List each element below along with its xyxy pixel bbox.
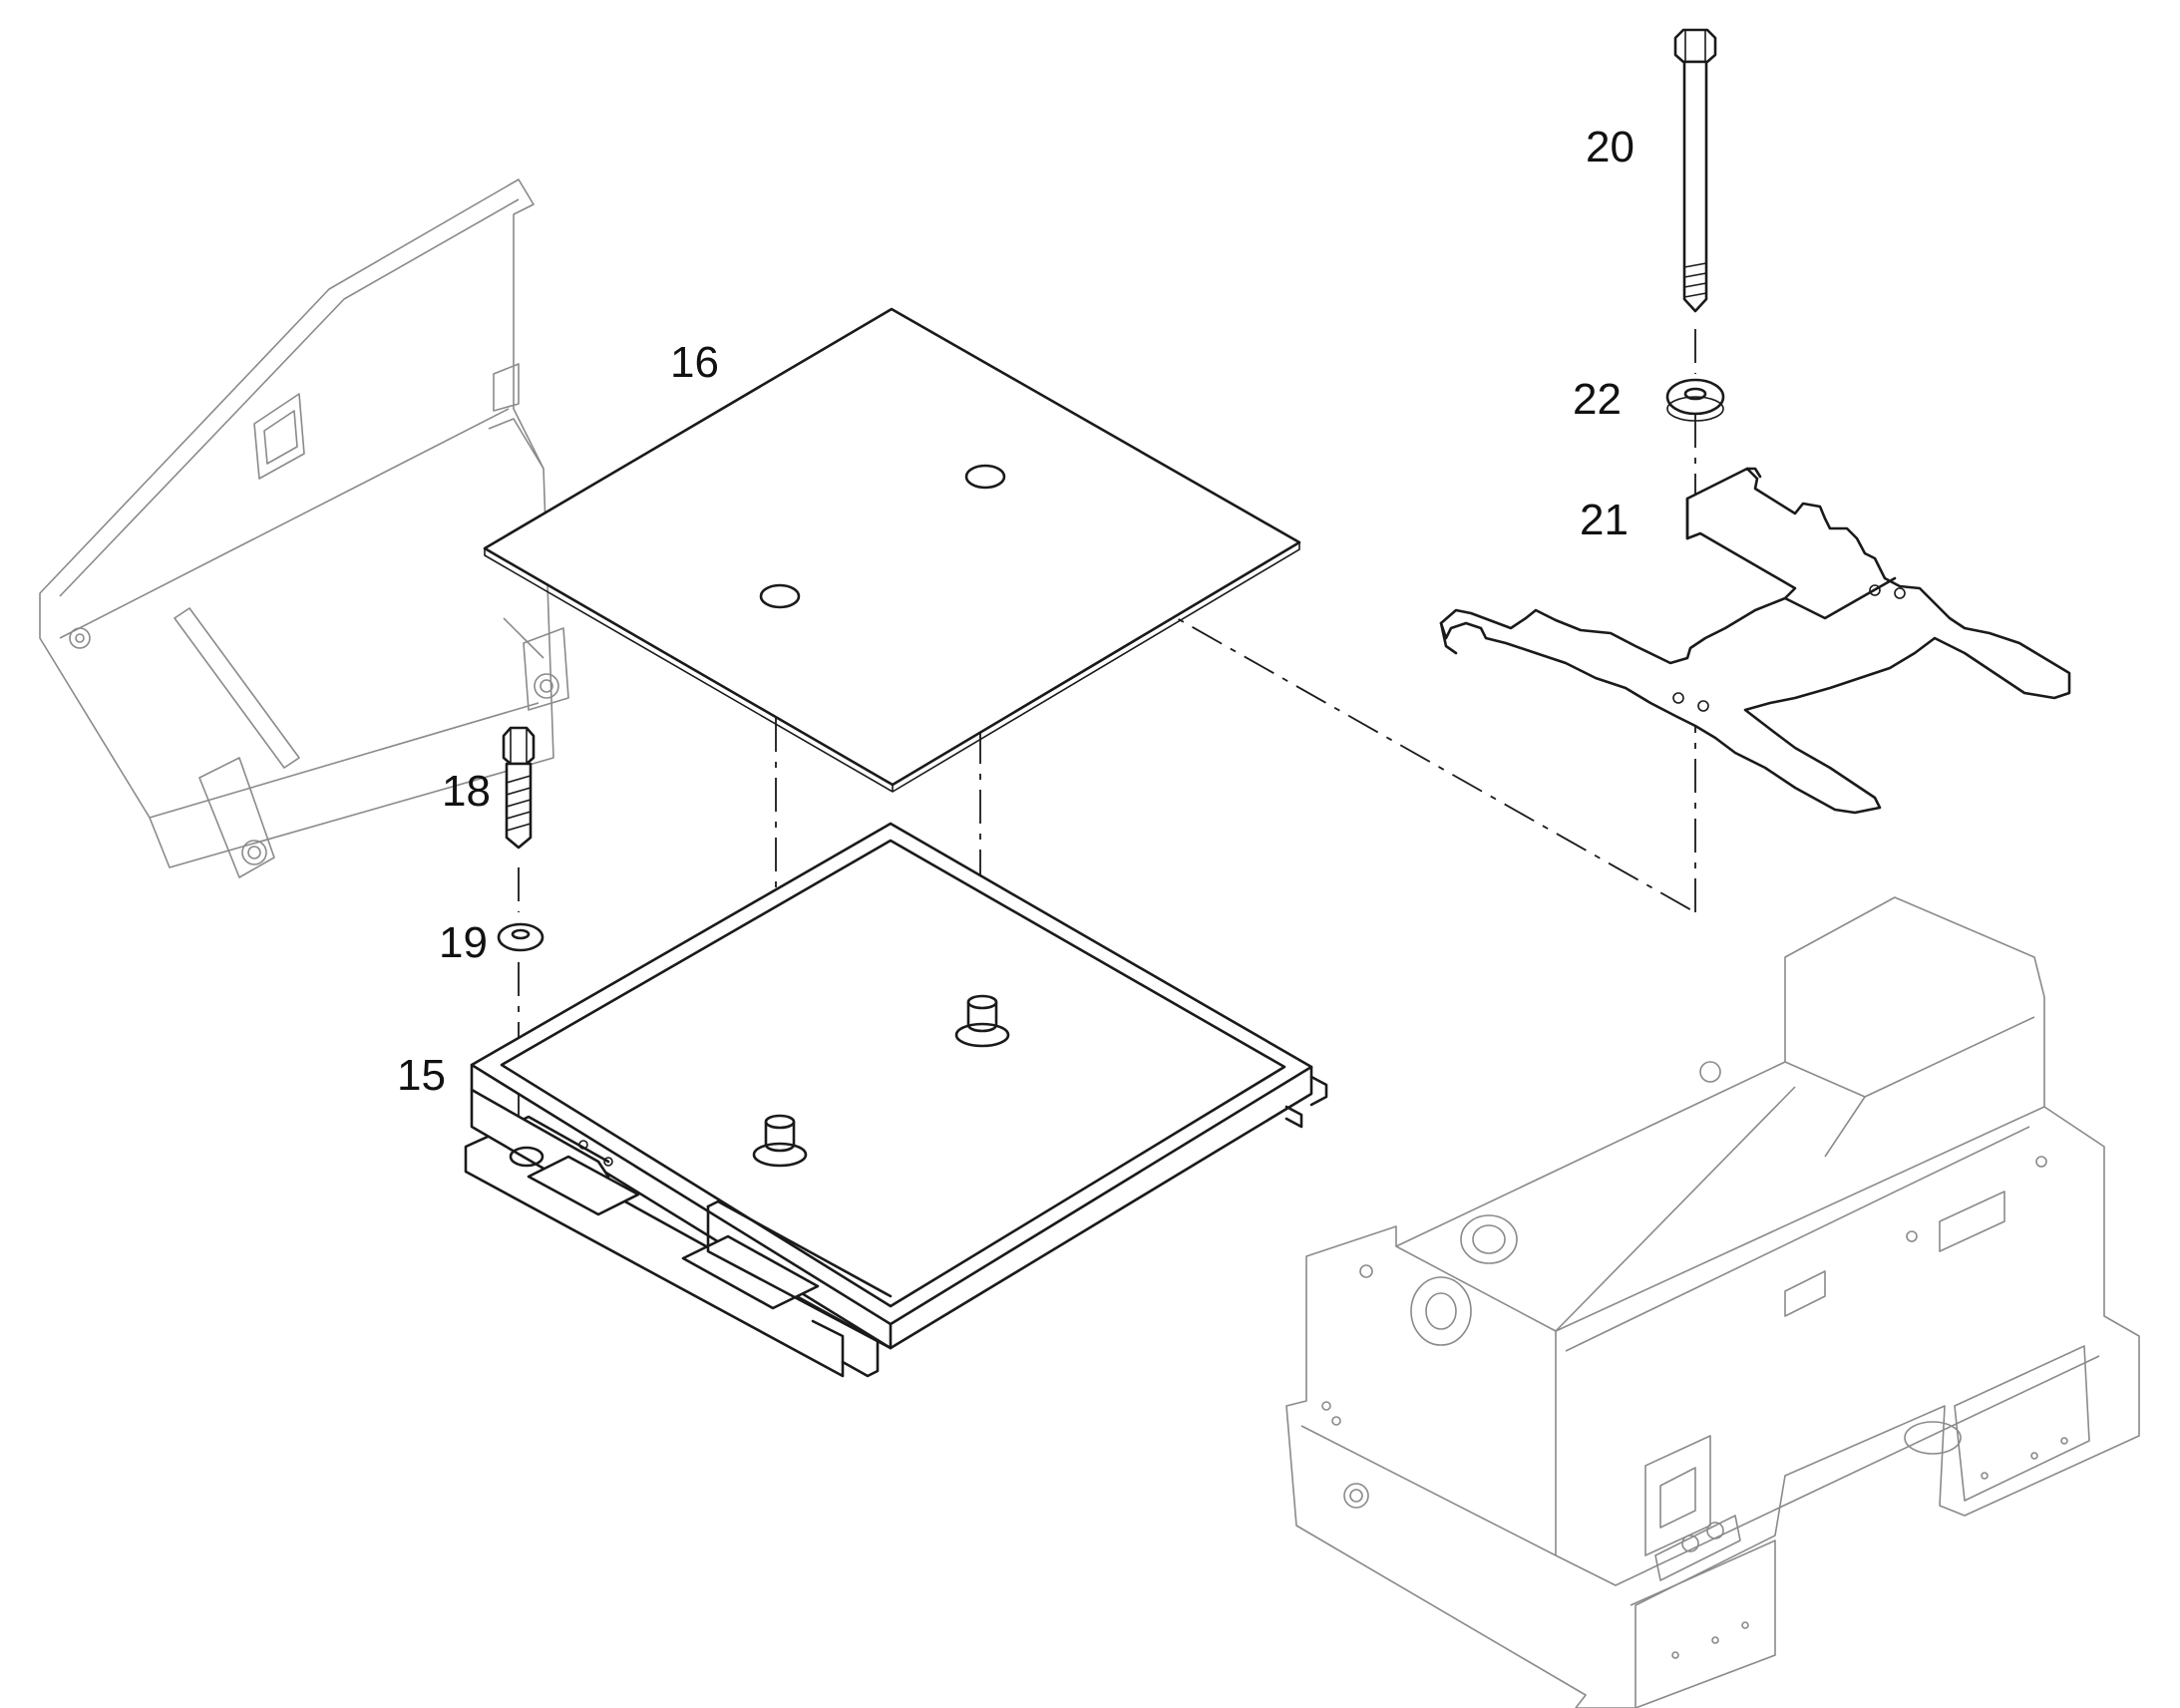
tray-post (752, 1114, 808, 1168)
large-washer-part (1665, 378, 1725, 422)
callout-19: 19 (439, 918, 488, 967)
callout-21: 21 (1580, 496, 1629, 544)
tray-part (464, 822, 1328, 1378)
tray-post (954, 994, 1010, 1048)
door-panel-background (39, 178, 569, 878)
plate-part (483, 307, 1301, 793)
callout-18: 18 (442, 767, 491, 816)
callout-22: 22 (1573, 375, 1622, 424)
callout-16: 16 (670, 338, 719, 387)
small-bolt-part (502, 726, 536, 850)
bracket-part (1439, 467, 2071, 815)
machine-body-background (1285, 896, 2140, 1708)
callout-15: 15 (397, 1051, 446, 1100)
small-washer-part (497, 922, 545, 952)
callouts: 15 16 18 19 20 21 22 (397, 123, 1635, 1100)
callout-20: 20 (1586, 123, 1635, 171)
long-bolt-part (1673, 28, 1717, 313)
